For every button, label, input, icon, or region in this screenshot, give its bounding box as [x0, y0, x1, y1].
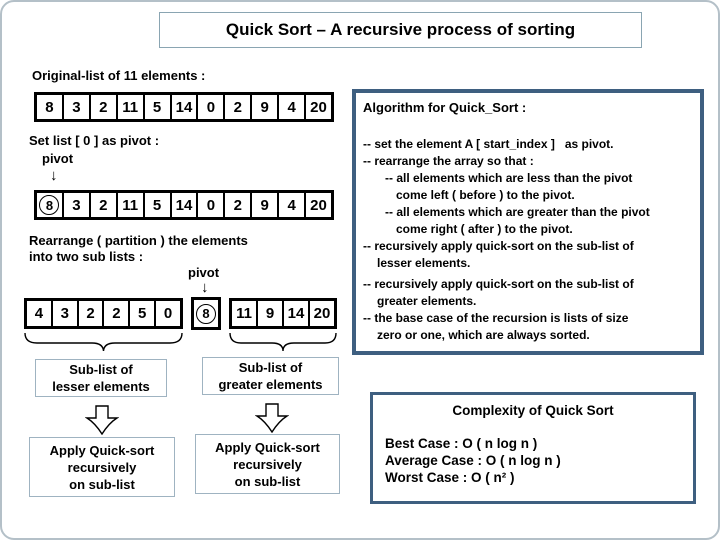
array-cell: 2	[79, 301, 105, 326]
array-cell: 2	[225, 193, 253, 217]
array-cell: 14	[172, 95, 199, 119]
complexity-line: Best Case : O ( n log n )	[385, 436, 538, 451]
array-cell: 5	[145, 95, 172, 119]
slide-title-box: Quick Sort – A recursive process of sort…	[159, 12, 642, 48]
apply-line: recursively	[233, 456, 302, 472]
underbrace-icon	[229, 332, 337, 352]
array-cell: 3	[64, 193, 91, 217]
greater-caption-box: Sub-list of greater elements	[202, 357, 339, 395]
array-cell: 5	[130, 301, 157, 326]
pivot-cell-box: 8	[191, 297, 221, 330]
algorithm-line: come left ( before ) to the pivot.	[396, 188, 575, 202]
array-cell: 20	[313, 305, 331, 322]
array-cell: 0	[198, 95, 226, 119]
array-cell: 11	[118, 193, 145, 217]
array-cell: 4	[279, 95, 307, 119]
apply-line: on sub-list	[234, 473, 301, 489]
caption-line: greater elements	[218, 377, 323, 392]
caption-line: lesser elements	[52, 379, 150, 394]
array-cell: 9	[252, 95, 280, 119]
lesser-array: 4 3 2 2 5 0	[24, 298, 183, 329]
set-pivot-label: Set list [ 0 ] as pivot :	[29, 133, 160, 148]
algorithm-line: -- recursively apply quick-sort on the s…	[363, 239, 634, 253]
algorithm-line: greater elements.	[377, 294, 477, 308]
rearrange-label-line2: into two sub lists :	[29, 249, 144, 264]
apply-line: Apply Quick-sort	[49, 442, 155, 458]
algorithm-box: Algorithm for Quick_Sort : -- set the el…	[352, 89, 704, 355]
algorithm-line: lesser elements.	[377, 256, 471, 270]
array-cell: 4	[27, 301, 53, 326]
algorithm-line: -- all elements which are less than the …	[385, 171, 633, 185]
lesser-caption-box: Sub-list of lesser elements	[35, 359, 167, 397]
array-cell: 11	[232, 301, 258, 326]
algorithm-heading: Algorithm for Quick_Sort :	[363, 100, 527, 115]
original-array: 8 3 2 11 5 14 0 2 9 4 20	[34, 92, 334, 122]
array-cell: 3	[64, 95, 91, 119]
algorithm-line: -- set the element A [ start_index ] as …	[363, 137, 614, 151]
pivot-label-2: pivot	[188, 265, 220, 280]
apply-quicksort-right-box: Apply Quick-sort recursively on sub-list	[195, 434, 340, 494]
array-cell: 2	[91, 95, 118, 119]
algorithm-line: zero or one, which are always sorted.	[377, 328, 590, 342]
block-down-arrow-icon	[255, 403, 289, 433]
algorithm-line: come right ( after ) to the pivot.	[396, 222, 573, 236]
down-arrow-icon: ↓	[50, 167, 58, 184]
circled-pivot-value: 8	[196, 303, 216, 324]
caption-line: Sub-list of	[238, 360, 303, 375]
apply-line: recursively	[67, 459, 137, 475]
array-cell: 4	[279, 193, 307, 217]
array-cell: 2	[91, 193, 118, 217]
array-cell: 8	[37, 95, 64, 119]
array-cell: 2	[104, 301, 131, 326]
block-down-arrow-icon	[85, 405, 119, 435]
slide-title: Quick Sort – A recursive process of sort…	[225, 20, 576, 39]
algorithm-line: -- the base case of the recursion is lis…	[363, 311, 629, 325]
array-cell: 9	[252, 193, 280, 217]
complexity-line: Average Case : O ( n log n )	[385, 453, 561, 468]
array-cell: 14	[172, 193, 199, 217]
circled-pivot-value: 8	[39, 195, 60, 215]
array-cell: 0	[198, 193, 226, 217]
array-cell: 11	[118, 95, 145, 119]
down-arrow-icon: ↓	[201, 279, 209, 296]
apply-quicksort-left-box: Apply Quick-sort recursively on sub-list	[29, 437, 175, 497]
array-cell: 9	[258, 301, 284, 326]
array-cell: 20	[310, 196, 327, 214]
greater-array: 11 9 14 20	[229, 298, 337, 329]
array-cell: 20	[310, 98, 327, 116]
algorithm-line: -- rearrange the array so that :	[363, 154, 534, 168]
array-cell: 14	[284, 301, 310, 326]
caption-line: Sub-list of	[69, 362, 133, 377]
rearrange-label-line1: Rearrange ( partition ) the elements	[29, 233, 248, 248]
algorithm-line: -- recursively apply quick-sort on the s…	[363, 277, 634, 291]
underbrace-icon	[24, 332, 183, 352]
array-cell: 3	[53, 301, 79, 326]
apply-line: Apply Quick-sort	[215, 439, 320, 455]
original-list-label: Original-list of 11 elements :	[32, 68, 206, 83]
array-cell: 5	[145, 193, 172, 217]
complexity-title: Complexity of Quick Sort	[452, 403, 614, 418]
complexity-box: Complexity of Quick Sort Best Case : O (…	[370, 392, 696, 504]
array-cell: 2	[225, 95, 253, 119]
pivot-label-1: pivot	[42, 151, 74, 166]
array-cell-pivot: 8	[37, 193, 64, 217]
array-cell: 0	[163, 305, 173, 322]
algorithm-line: -- all elements which are greater than t…	[385, 205, 650, 219]
apply-line: on sub-list	[69, 476, 135, 492]
pivot-marked-array: 8 3 2 11 5 14 0 2 9 4 20	[34, 190, 334, 220]
complexity-line: Worst Case : O ( n² )	[385, 470, 515, 485]
